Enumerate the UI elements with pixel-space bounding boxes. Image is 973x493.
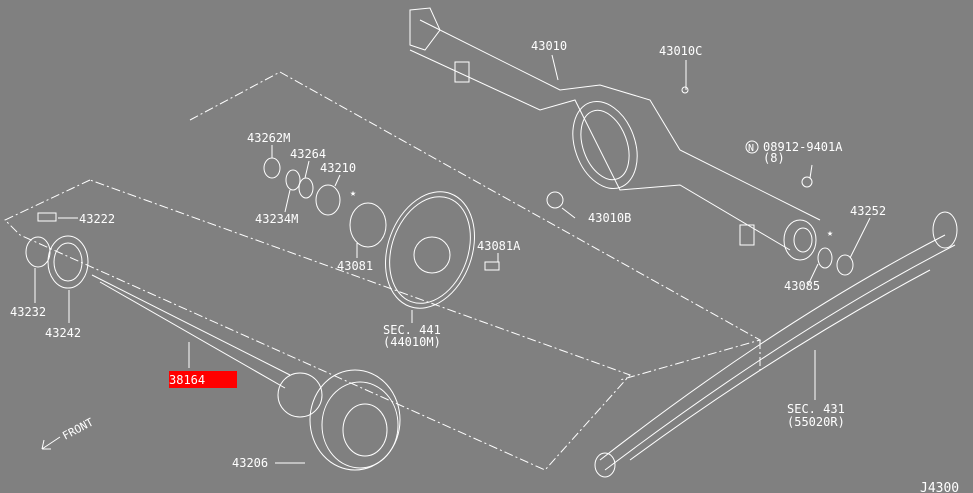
part-quantity: (8) [763,151,785,165]
axle-shaft-group-outline [4,179,631,471]
nut-symbol: N [748,143,754,154]
part-label-43081[interactable]: 43081 [337,259,373,273]
part-label-43252[interactable]: 43252 [850,204,886,218]
part-label-43081a[interactable]: 43081A [477,239,521,253]
part-label-38164[interactable]: 38164 [169,373,205,387]
nut-symbol-icon [745,140,759,154]
front-arrow-icon [41,436,61,450]
section-ref-44010m: (44010M) [383,335,441,349]
hub-group-outline [189,71,762,381]
axle-housing [409,7,854,276]
front-label: FRONT [60,415,96,442]
part-label-43085[interactable]: 43085 [784,279,820,293]
part-label-43262m[interactable]: 43262M [247,131,290,145]
highlight-38164 [169,371,237,388]
axle-shaft [25,212,401,471]
part-label-43242[interactable]: 43242 [45,326,81,340]
section-label-431[interactable]: SEC. 431 [787,402,845,416]
part-label-43010[interactable]: 43010 [531,39,567,53]
section-label-441[interactable]: SEC. 441 [383,323,441,337]
part-label-43222[interactable]: 43222 [79,212,115,226]
part-label-43264[interactable]: 43264 [290,147,326,161]
part-label-43010c[interactable]: 43010C [659,44,702,58]
leaf-spring [594,211,958,478]
star-mark-icon: ★ [827,228,833,239]
part-label-43232[interactable]: 43232 [10,305,46,319]
bearing-parts [263,157,500,309]
part-label-43234m[interactable]: 43234M [255,212,298,226]
leader-lines [34,54,871,464]
part-label-08912-9401a[interactable]: 08912-9401A [763,140,843,154]
diagram-code: J4300 [920,481,959,493]
part-label-43206[interactable]: 43206 [232,456,268,470]
part-label-43210[interactable]: 43210 [320,161,356,175]
section-ref-55020r: (55020R) [787,415,845,429]
star-mark-icon: ★ [350,188,356,199]
part-label-43010b[interactable]: 43010B [588,211,631,225]
